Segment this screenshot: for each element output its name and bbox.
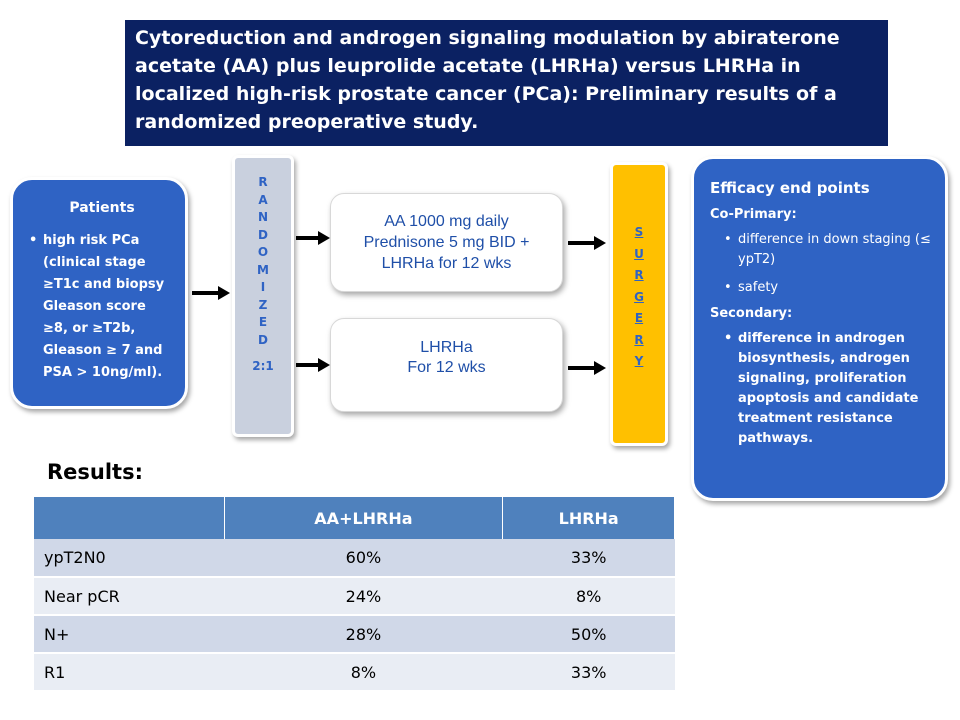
randomization-ratio: 2:1 [252, 359, 274, 373]
arm2-line: For 12 wks [407, 359, 486, 376]
secondary-label: Secondary: [710, 306, 793, 321]
randomized-letter: O [257, 245, 269, 259]
randomized-letter: D [258, 227, 268, 242]
table-row: ypT2N0 60% 33% [34, 539, 675, 578]
patients-heading: Patients [69, 200, 135, 216]
table-cell: 8% [502, 577, 675, 616]
randomized-letter: M [257, 262, 269, 277]
arm-lhrha-box: LHRHa For 12 wks [330, 318, 563, 412]
table-cell: 8% [224, 653, 503, 692]
randomized-letter: A [258, 192, 268, 207]
table-row: Near pCR 24% 8% [34, 577, 675, 616]
arrow-randomize-to-arm1 [296, 231, 330, 245]
secondary-item: difference in androgen biosynthesis, and… [724, 329, 933, 449]
table-cell: 33% [502, 653, 675, 692]
randomized-letters: R A N D O M I Z E D [235, 174, 291, 349]
results-label: Results: [47, 460, 143, 484]
table-cell: 28% [224, 615, 503, 654]
surgery-letters: S U R G E R Y [613, 222, 665, 373]
arm1-line: AA 1000 mg daily [384, 213, 509, 230]
coprimary-item: safety [724, 278, 933, 298]
surgery-letter: E [634, 311, 644, 325]
surgery-letter: R [634, 332, 644, 347]
arm2-line: LHRHa [420, 339, 473, 356]
arm1-line: Prednisone 5 mg BID + [363, 234, 530, 251]
table-row: N+ 28% 50% [34, 615, 675, 654]
row-label: N+ [34, 615, 224, 654]
coprimary-list: difference in down staging (≤ ypT2) safe… [710, 230, 933, 298]
table-cell: 60% [224, 539, 503, 578]
arrow-randomize-to-arm2 [296, 358, 330, 372]
patients-criteria: high risk PCa (clinical stage ≥T1c and b… [29, 230, 175, 384]
efficacy-heading: Efficacy end points [710, 179, 870, 197]
surgery-letter: U [634, 246, 644, 261]
row-label: R1 [34, 653, 224, 692]
arrow-arm1-to-surgery [568, 236, 606, 250]
surgery-box: S U R G E R Y [610, 162, 668, 446]
randomized-box: R A N D O M I Z E D 2:1 [232, 155, 294, 437]
randomized-letter: N [257, 210, 269, 224]
randomized-letter: R [258, 175, 268, 189]
table-row: R1 8% 33% [34, 653, 675, 692]
row-label: Near pCR [34, 577, 224, 616]
arm-aa-lhrha-box: AA 1000 mg daily Prednisone 5 mg BID + L… [330, 193, 563, 292]
surgery-letter: Y [634, 354, 644, 368]
surgery-letter: R [634, 268, 644, 282]
row-label: ypT2N0 [34, 539, 224, 578]
randomized-letter: I [260, 280, 266, 294]
patients-list: high risk PCa (clinical stage ≥T1c and b… [29, 230, 175, 384]
arrow-arm2-to-surgery [568, 361, 606, 375]
table-cell: 50% [502, 615, 675, 654]
coprimary-item: difference in down staging (≤ ypT2) [724, 230, 933, 270]
column-header [34, 497, 225, 539]
patients-box: Patients high risk PCa (clinical stage ≥… [10, 177, 188, 409]
results-table: AA+LHRHa LHRHa ypT2N0 60% 33% Near pCR 2… [34, 497, 675, 692]
column-header: AA+LHRHa [224, 497, 504, 539]
table-header-row: AA+LHRHa LHRHa [34, 497, 675, 539]
randomized-letter: D [258, 332, 268, 347]
study-title: Cytoreduction and androgen signaling mod… [125, 20, 888, 146]
surgery-letter: S [634, 225, 644, 239]
arrow-patients-to-randomize [192, 286, 230, 300]
column-header: LHRHa [502, 497, 675, 539]
randomized-letter: E [258, 315, 268, 329]
table-cell: 33% [502, 539, 675, 578]
table-cell: 24% [224, 577, 503, 616]
efficacy-box: Efficacy end points Co-Primary: differen… [691, 156, 948, 501]
randomized-letter: Z [258, 297, 268, 312]
secondary-list: difference in androgen biosynthesis, and… [710, 329, 933, 449]
surgery-letter: G [634, 289, 644, 304]
coprimary-label: Co-Primary: [710, 207, 797, 222]
arm1-line: LHRHa for 12 wks [381, 255, 512, 272]
